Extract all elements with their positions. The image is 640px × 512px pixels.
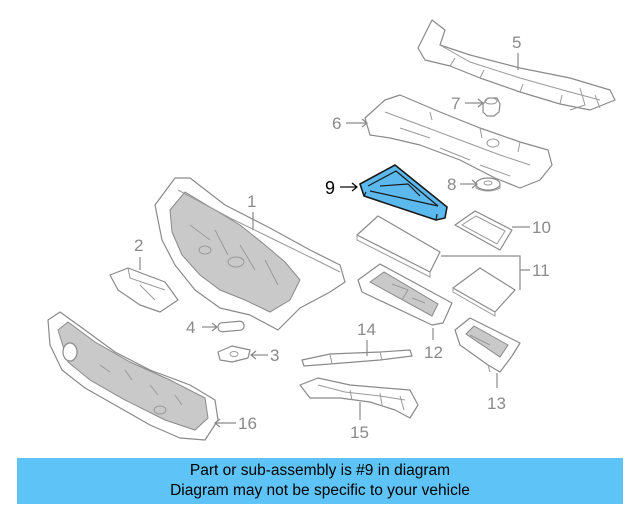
leader-11 (441, 255, 530, 290)
callout-7: 7 (451, 94, 460, 113)
callout-14: 14 (357, 320, 376, 339)
part-2-bracket (109, 267, 179, 313)
callout-12: 12 (424, 343, 443, 362)
callout-15: 15 (350, 423, 369, 442)
callout-1: 1 (247, 192, 256, 211)
callout-9: 9 (325, 178, 335, 198)
part-13-lower-housing (454, 317, 521, 373)
part-11-filter-elements (356, 215, 516, 317)
callout-16: 16 (238, 414, 257, 433)
callout-13: 13 (487, 394, 506, 413)
part-8-grommet (475, 177, 501, 192)
part-12-housing (357, 263, 453, 326)
part-9-highlighted (359, 164, 448, 221)
callout-5: 5 (512, 33, 521, 52)
part-5-cowl-panel (417, 19, 616, 111)
part-1-bulkhead (154, 177, 346, 331)
part-14-strip (301, 349, 413, 367)
parts-diagram: 5 6 7 8 9 10 (47, 19, 616, 442)
callout-8: 8 (447, 175, 456, 194)
banner-line-2: Diagram may not be specific to your vehi… (170, 482, 470, 499)
callout-2: 2 (134, 236, 143, 255)
part-4-clip (217, 320, 245, 333)
banner-line-1: Part or sub-assembly is #9 in diagram (189, 462, 451, 479)
part-10-filter (454, 210, 513, 251)
part-3-fastener (217, 345, 251, 363)
callout-10: 10 (532, 218, 551, 237)
info-banner: Part or sub-assembly is #9 in diagram Di… (17, 458, 623, 504)
part-6-cowl-cross-panel (364, 94, 553, 189)
callout-6: 6 (332, 114, 341, 133)
part-16-insulator (47, 311, 219, 441)
callout-3: 3 (270, 346, 279, 365)
callout-11: 11 (532, 261, 550, 280)
part-15-bracket-assy (299, 377, 419, 419)
part-7-cap (482, 97, 501, 117)
callout-4: 4 (186, 318, 195, 337)
